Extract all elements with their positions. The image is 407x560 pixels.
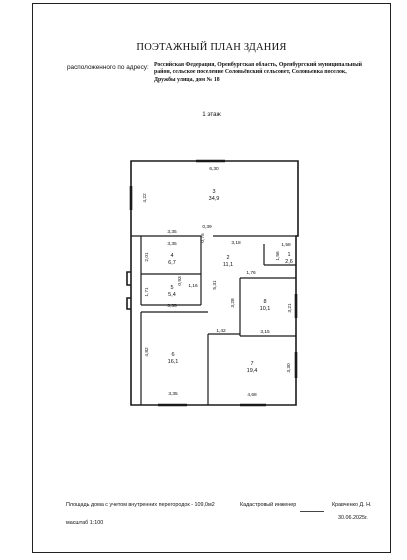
room-7-number: 7 [250, 361, 253, 367]
dim-room5-left: 1,71 [144, 287, 150, 297]
signature-line [300, 511, 324, 512]
floor-label: 1 этаж [202, 111, 221, 118]
room-6-number: 6 [171, 352, 174, 358]
dim-room6-left: 4,82 [144, 347, 150, 357]
dim-room3-left: 4,22 [142, 193, 148, 203]
dim-room3-bottom: 3,35 [167, 229, 177, 235]
page-frame [32, 3, 391, 553]
dim-room8-right: 3,21 [287, 303, 293, 313]
dim-corridor-top: 3,18 [231, 240, 241, 246]
dim-corridor-b: 0,75 [200, 233, 206, 243]
room-4-area: 6,7 [168, 260, 176, 266]
engineer-name: Кравченко Д. Н. [332, 502, 372, 508]
dim-room5-right: 1,16 [188, 283, 198, 289]
dim-step: 1,42 [216, 328, 226, 334]
dim-room4-left: 2,01 [144, 252, 150, 262]
room-8-area: 10,1 [260, 306, 271, 312]
dim-top: 6,30 [209, 166, 219, 172]
page-title: ПОЭТАЖНЫЙ ПЛАН ЗДАНИЯ [136, 42, 287, 53]
dim-room4-top: 3,35 [167, 241, 177, 247]
room-1-area: 2,6 [285, 259, 293, 265]
dim-room5-bottom: 3,35 [167, 303, 177, 309]
room-3-number: 3 [212, 189, 215, 195]
address-label: расположенного по адресу: [67, 64, 149, 71]
room-7-area: 19,4 [247, 368, 258, 374]
dim-room1-side: 1,56 [275, 251, 281, 261]
scale-label: масштаб 1:100 [66, 520, 104, 526]
room-5-number: 5 [170, 285, 173, 291]
dim-room8-left: 3,28 [230, 298, 236, 308]
room-8-number: 8 [263, 299, 266, 305]
room-3-area: 34,9 [209, 196, 220, 202]
dim-room7-right: 3,30 [286, 363, 292, 373]
dim-room8-bottom: 3,15 [260, 329, 270, 335]
engineer-role: Кадастровый инженер [240, 502, 297, 508]
area-note: Площадь дома с учетом внутренних перегор… [66, 502, 215, 508]
dim-room7-bottom: 4,68 [247, 392, 257, 398]
dim-room6-bottom: 3,35 [168, 391, 178, 397]
room-4-number: 4 [170, 253, 173, 259]
dim-corridor-a: 0,39 [202, 224, 212, 230]
room-2-area: 11,1 [223, 262, 233, 268]
document-date: 30.06.2025г. [338, 515, 368, 521]
address-text: Российская Федерация, Оренбургская облас… [154, 62, 362, 83]
room-2-number: 2 [226, 255, 229, 261]
dim-corridor-height: 5,31 [212, 280, 218, 290]
dim-room5-side: 0,93 [177, 276, 183, 286]
dim-corridor-right: 1,76 [246, 270, 256, 276]
dim-room1-top: 1,58 [281, 242, 291, 248]
room-6-area: 16,1 [168, 359, 179, 365]
room-5-area: 5,4 [168, 292, 176, 298]
room-1-number: 1 [287, 252, 290, 258]
